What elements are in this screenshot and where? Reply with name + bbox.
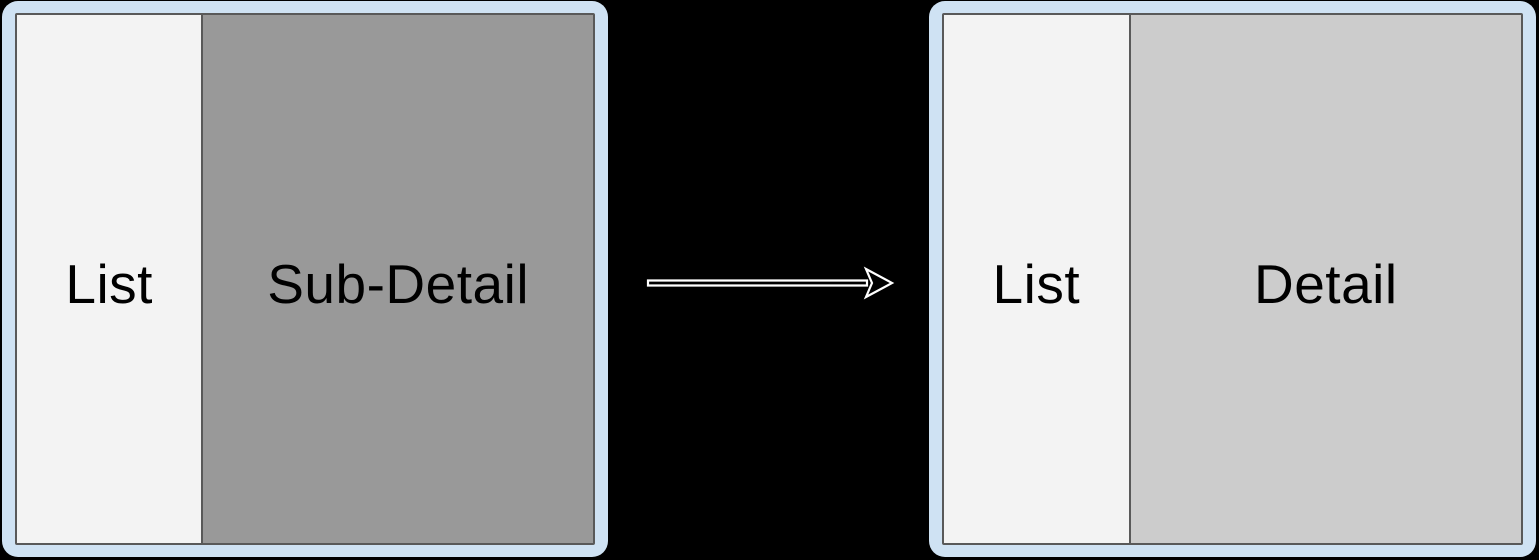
left-device-screen: List Sub-Detail <box>15 13 595 545</box>
right-device-frame: List Detail <box>929 1 1536 557</box>
left-sub-detail-label: Sub-Detail <box>267 252 530 315</box>
right-detail-label: Detail <box>1254 252 1398 315</box>
left-list-label: List <box>65 252 153 315</box>
right-list-label: List <box>992 252 1081 315</box>
right-detail-pane: Detail <box>1128 15 1521 543</box>
left-list-pane: List <box>17 15 202 543</box>
left-device-frame: List Sub-Detail <box>2 1 608 557</box>
right-list-pane: List <box>944 15 1129 543</box>
right-arrow-icon <box>646 266 895 300</box>
right-device-screen: List Detail <box>942 13 1523 545</box>
left-sub-detail-pane: Sub-Detail <box>201 15 593 543</box>
